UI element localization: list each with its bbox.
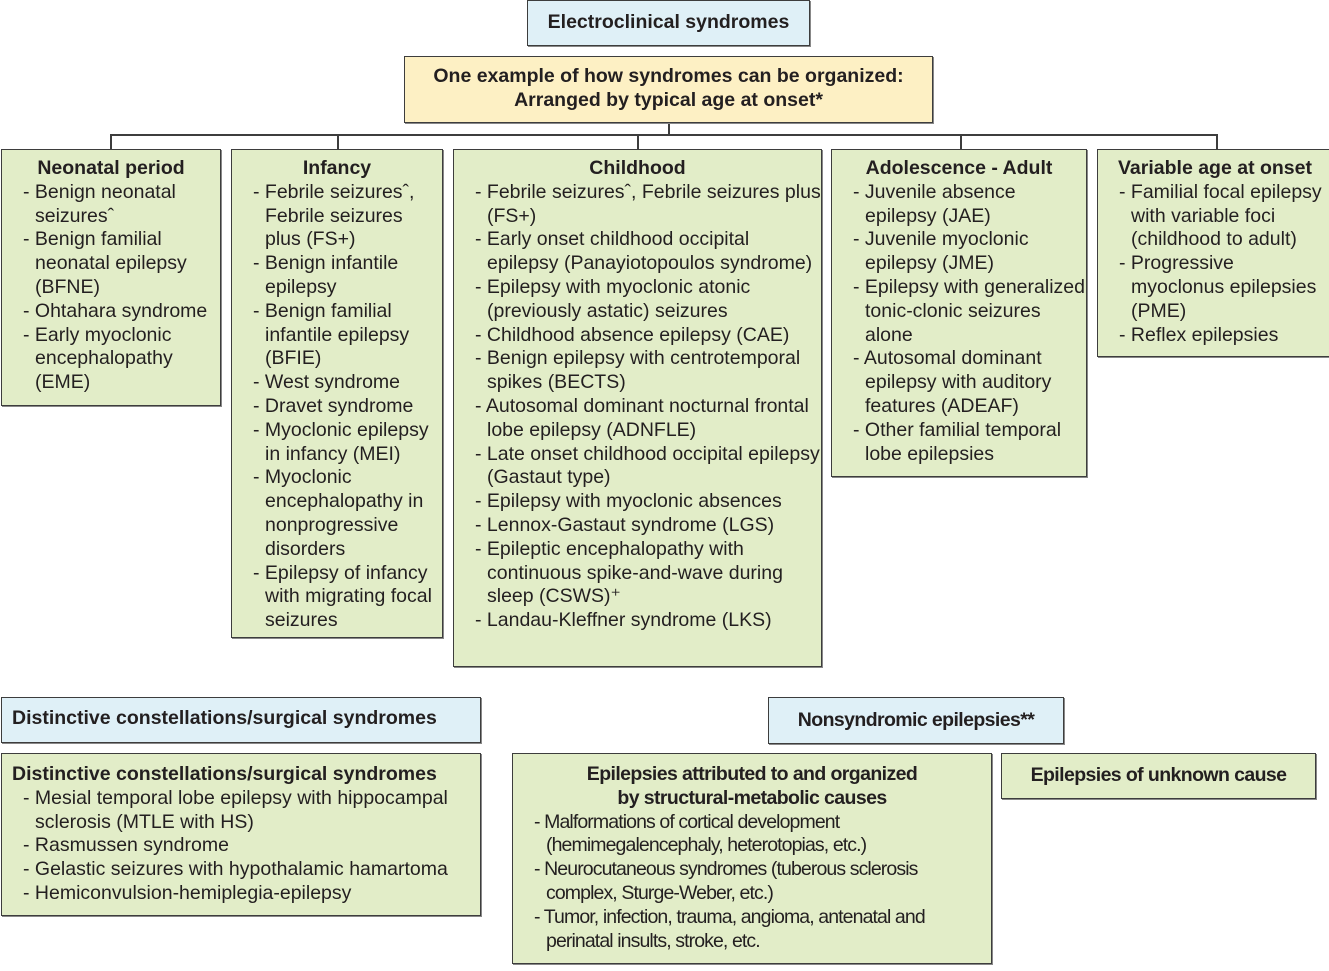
connector-adolescence <box>960 134 962 150</box>
age-group-adolescence-adult: Adolescence - Adult Juvenile absence epi… <box>831 149 1087 477</box>
list-item: Benign neonatal seizuresˆ <box>12 181 220 229</box>
age-group-heading: Neonatal period <box>37 157 185 179</box>
list-item: Progressive myoclonus epilepsies (PME) <box>1108 252 1329 323</box>
distinctive-header-box: Distinctive constellations/surgical synd… <box>1 697 481 743</box>
syndrome-list: Juvenile absence epilepsy (JAE) Juvenile… <box>842 181 1086 467</box>
syndrome-list: Febrile seizuresˆ, Febrile seizures plus… <box>242 181 442 633</box>
list-item: Epileptic encephalopathy with continuous… <box>464 538 821 609</box>
list-item: Landau-Kleffner syndrome (LKS) <box>464 609 821 633</box>
list-item: Epilepsy with myoclonic atonic (previous… <box>464 276 821 324</box>
age-group-heading: Variable age at onset <box>1117 157 1312 179</box>
organizer-line-1: One example of how syndromes can be orga… <box>433 65 904 87</box>
list-item: Juvenile myoclonic epilepsy (JME) <box>842 228 1086 276</box>
connector-horizontal <box>110 134 1217 136</box>
list-item: Epilepsy of infancy with migrating focal… <box>242 562 442 633</box>
syndrome-list: Familial focal epilepsy with variable fo… <box>1108 181 1329 348</box>
list-item: Neurocutaneous syndromes (tuberous scler… <box>523 858 991 906</box>
organizer-box: One example of how syndromes can be orga… <box>404 56 933 123</box>
list-item: West syndrome <box>242 371 442 395</box>
age-group-childhood: Childhood Febrile seizuresˆ, Febrile sei… <box>453 149 822 667</box>
distinctive-heading: Distinctive constellations/surgical synd… <box>12 763 437 785</box>
list-item: Benign epilepsy with centrotemporal spik… <box>464 347 821 395</box>
list-item: Rasmussen syndrome <box>12 834 480 858</box>
list-item: Early onset childhood occipital epilepsy… <box>464 228 821 276</box>
age-group-heading: Adolescence - Adult <box>865 157 1053 179</box>
syndrome-list: Mesial temporal lobe epilepsy with hippo… <box>12 787 480 906</box>
list-item: Autosomal dominant epilepsy with auditor… <box>842 347 1086 418</box>
list-item: Childhood absence epilepsy (CAE) <box>464 324 821 348</box>
list-item: Mesial temporal lobe epilepsy with hippo… <box>12 787 480 835</box>
list-item: Myoclonic epilepsy in infancy (MEI) <box>242 419 442 467</box>
list-item: Tumor, infection, trauma, angioma, anten… <box>523 906 991 954</box>
list-item: Myoclonic encephalopathy in nonprogressi… <box>242 466 442 561</box>
list-item: Reflex epilepsies <box>1108 324 1329 348</box>
list-item: Benign familial neonatal epilepsy (BFNE) <box>12 228 220 299</box>
list-item: Other familial temporal lobe epilepsies <box>842 419 1086 467</box>
unknown-cause-heading: Epilepsies of unknown cause <box>1030 764 1287 787</box>
organizer-line-2: Arranged by typical age at onset* <box>514 88 823 111</box>
distinctive-box: Distinctive constellations/surgical synd… <box>1 753 481 916</box>
list-item: Febrile seizuresˆ, Febrile seizures plus… <box>464 181 821 229</box>
diagram-title: Electroclinical syndromes <box>547 11 790 34</box>
root-box: Electroclinical syndromes <box>527 0 810 46</box>
structural-heading-line-1: Epilepsies attributed to and organized <box>586 763 918 785</box>
structural-metabolic-box: Epilepsies attributed to and organized b… <box>512 753 992 964</box>
list-item: Epilepsy with myoclonic absences <box>464 490 821 514</box>
list-item: Familial focal epilepsy with variable fo… <box>1108 181 1329 252</box>
connector-childhood <box>637 134 639 150</box>
nonsyndromic-header-box: Nonsyndromic epilepsies** <box>768 697 1064 744</box>
list-item: Juvenile absence epilepsy (JAE) <box>842 181 1086 229</box>
unknown-cause-box: Epilepsies of unknown cause <box>1001 753 1316 799</box>
cause-list: Malformations of cortical development (h… <box>523 811 991 954</box>
connector-variable <box>1216 134 1218 150</box>
list-item: Malformations of cortical development (h… <box>523 811 991 859</box>
list-item: Gelastic seizures with hypothalamic hama… <box>12 858 480 882</box>
list-item: Lennox-Gastaut syndrome (LGS) <box>464 514 821 538</box>
distinctive-header: Distinctive constellations/surgical synd… <box>12 707 437 729</box>
age-group-heading: Infancy <box>302 157 372 179</box>
list-item: Autosomal dominant nocturnal frontal lob… <box>464 395 821 443</box>
list-item: Early myoclonic encephalopathy (EME) <box>12 324 220 395</box>
list-item: Ohtahara syndrome <box>12 300 220 324</box>
list-item: Benign familial infantile epilepsy (BFIE… <box>242 300 442 371</box>
list-item: Benign infantile epilepsy <box>242 252 442 300</box>
structural-heading-line-2: by structural-metabolic causes <box>617 786 887 809</box>
list-item: Epilepsy with generalized tonic-clonic s… <box>842 276 1086 347</box>
nonsyndromic-header: Nonsyndromic epilepsies** <box>797 708 1035 731</box>
syndrome-list: Febrile seizuresˆ, Febrile seizures plus… <box>464 181 821 633</box>
connector-organizer-down <box>668 122 670 135</box>
age-group-neonatal: Neonatal period Benign neonatal seizures… <box>1 149 221 406</box>
syndrome-list: Benign neonatal seizuresˆ Benign familia… <box>12 181 220 395</box>
list-item: Febrile seizuresˆ, Febrile seizures plus… <box>242 181 442 252</box>
connector-infancy <box>337 134 339 150</box>
list-item: Late onset childhood occipital epilepsy … <box>464 443 821 491</box>
list-item: Dravet syndrome <box>242 395 442 419</box>
connector-neonatal <box>110 134 112 150</box>
age-group-variable-onset: Variable age at onset Familial focal epi… <box>1097 149 1329 357</box>
list-item: Hemiconvulsion-hemiplegia-epilepsy <box>12 882 480 906</box>
age-group-infancy: Infancy Febrile seizuresˆ, Febrile seizu… <box>231 149 443 638</box>
age-group-heading: Childhood <box>589 157 686 179</box>
